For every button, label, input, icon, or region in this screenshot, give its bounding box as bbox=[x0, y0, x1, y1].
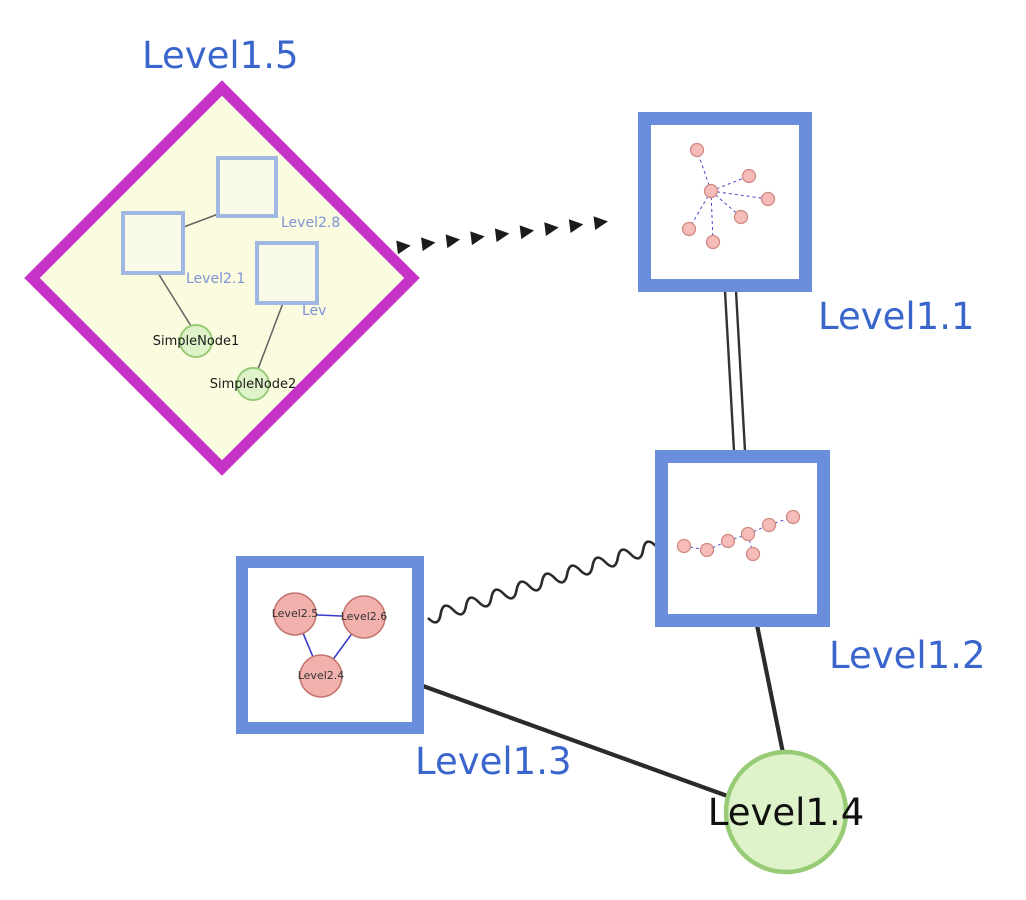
node-level1-5-shape[interactable] bbox=[24, 80, 420, 476]
node-simplenode1-shape[interactable] bbox=[179, 324, 213, 358]
mini-node[interactable] bbox=[740, 526, 756, 542]
mini-node[interactable] bbox=[681, 221, 697, 237]
node-level1-1-shape[interactable] bbox=[638, 112, 812, 292]
node-level1-4-shape[interactable] bbox=[723, 749, 849, 875]
edge-lev-simplenode2[interactable] bbox=[257, 302, 284, 370]
mini-node[interactable] bbox=[741, 168, 757, 184]
mini-edge[interactable] bbox=[768, 516, 794, 526]
node-level1-3-shape[interactable] bbox=[236, 556, 424, 734]
node-simplenode2-shape[interactable] bbox=[236, 367, 270, 401]
mini-node[interactable] bbox=[720, 533, 736, 549]
mini-node[interactable] bbox=[703, 183, 719, 199]
edge-level11-level12-line-b[interactable] bbox=[734, 290, 747, 452]
mini-node[interactable] bbox=[761, 517, 777, 533]
mini-edge[interactable] bbox=[710, 190, 714, 243]
mini-node[interactable] bbox=[760, 191, 776, 207]
node-level2-5-shape[interactable] bbox=[273, 592, 317, 636]
node-level2-1-shape[interactable] bbox=[121, 211, 185, 275]
edge-level13-level12-wavy[interactable] bbox=[427, 540, 657, 624]
mini-node[interactable] bbox=[733, 209, 749, 225]
node-label-level2-8: Level2.8 bbox=[281, 215, 341, 231]
mini-node[interactable] bbox=[785, 509, 801, 525]
node-label-level2-4: Level2.4 bbox=[297, 669, 345, 682]
edge-level11-level12-line-a[interactable] bbox=[723, 290, 736, 452]
mini-node[interactable] bbox=[745, 546, 761, 562]
mini-node[interactable] bbox=[676, 538, 692, 554]
node-level2-8-shape[interactable] bbox=[216, 156, 278, 218]
mini-node[interactable] bbox=[705, 234, 721, 250]
node-label-level1-5: Level1.5 bbox=[142, 34, 299, 77]
edge-level2-1-simplenode1[interactable] bbox=[157, 272, 192, 327]
mini-node[interactable] bbox=[699, 542, 715, 558]
node-label-simplenode1: SimpleNode1 bbox=[152, 334, 240, 349]
node-label-level1-4: Level1.4 bbox=[707, 791, 865, 834]
node-label-level1-2: Level1.2 bbox=[829, 634, 986, 677]
mini-node[interactable] bbox=[689, 142, 705, 158]
node-label-level2-6: Level2.6 bbox=[340, 610, 388, 623]
node-level2-4-shape[interactable] bbox=[299, 654, 343, 698]
edge-level13-level14[interactable] bbox=[422, 684, 734, 800]
node-label-level1-3: Level1.3 bbox=[415, 740, 572, 783]
node-label-level2-5: Level2.5 bbox=[271, 607, 319, 620]
node-lev-shape[interactable] bbox=[255, 241, 319, 305]
node-level2-6-shape[interactable] bbox=[342, 595, 386, 639]
node-label-level2-1: Level2.1 bbox=[186, 271, 246, 287]
mini-edge[interactable] bbox=[696, 149, 712, 192]
edge-level2-8-level2-1[interactable] bbox=[180, 212, 222, 229]
node-label-level1-1: Level1.1 bbox=[818, 295, 975, 338]
node-label-simplenode2: SimpleNode2 bbox=[209, 377, 297, 392]
edge-level12-level14[interactable] bbox=[754, 624, 786, 754]
node-label-lev: Lev bbox=[302, 303, 327, 319]
mini-edge[interactable] bbox=[688, 190, 712, 230]
